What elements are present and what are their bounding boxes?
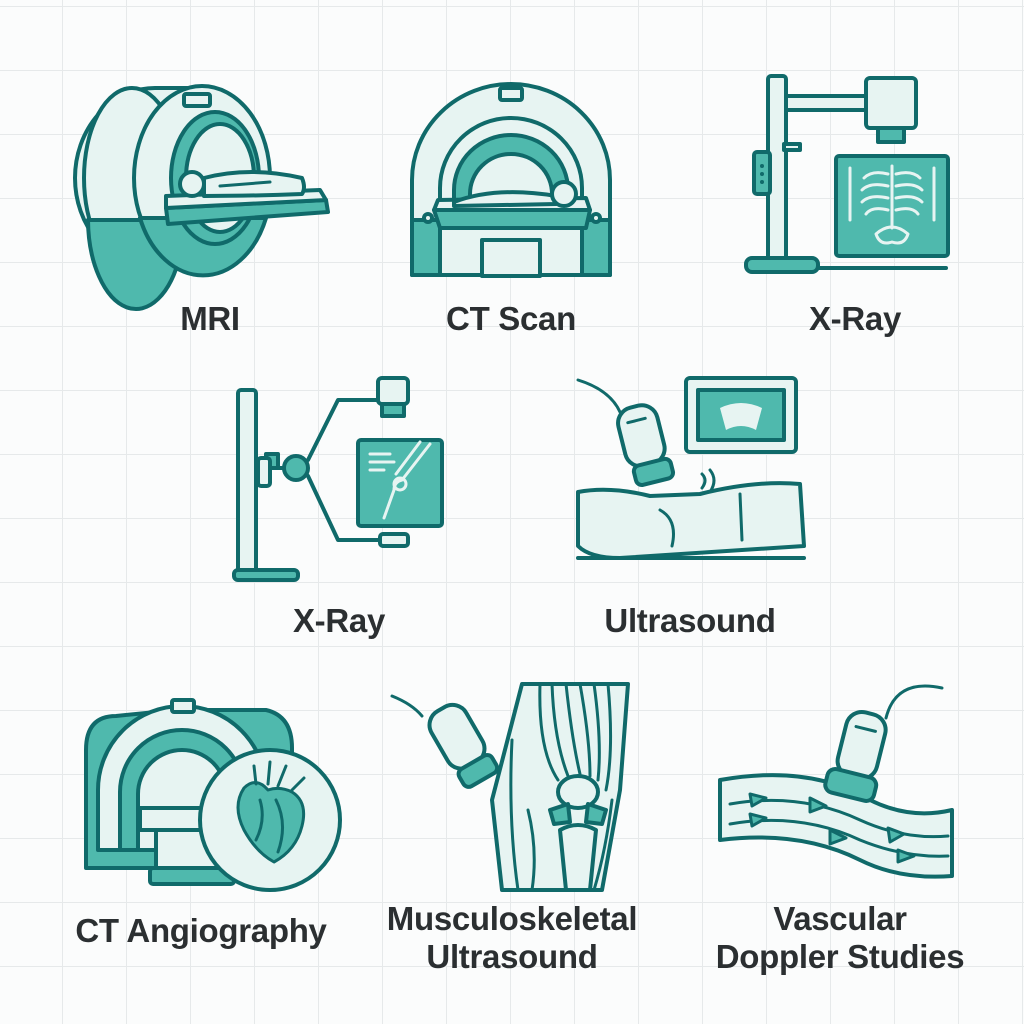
label-vascular-doppler: Vascular Doppler Studies	[715, 900, 965, 975]
tile-msk-ultrasound: Musculoskeletal Ultrasound	[362, 680, 662, 1000]
label-xray-1: X-Ray	[808, 300, 902, 337]
tile-ultrasound: Ultrasound	[560, 370, 820, 650]
c-arm-xray-icon	[232, 376, 444, 582]
label-ct-angiography: CT Angiography	[75, 912, 327, 949]
ct-scanner-icon	[410, 82, 612, 278]
ct-heart-icon	[84, 698, 342, 892]
label-ultrasound: Ultrasound	[604, 602, 776, 639]
knee-ultrasound-icon	[390, 682, 630, 892]
tile-xray-1: X-Ray	[740, 70, 970, 340]
doppler-probe-icon	[718, 684, 954, 879]
tile-ct-angiography: CT Angiography	[56, 680, 346, 980]
label-ct-scan: CT Scan	[446, 300, 576, 337]
label-xray-2: X-Ray	[292, 602, 386, 639]
label-mri: MRI	[180, 300, 240, 337]
tile-mri: MRI	[70, 70, 350, 340]
mri-scanner-icon	[73, 84, 330, 312]
ultrasound-probe-icon	[576, 376, 806, 560]
label-msk-ultrasound: Musculoskeletal Ultrasound	[386, 900, 638, 975]
tile-xray-2: X-Ray	[224, 370, 454, 650]
tile-vascular-doppler: Vascular Doppler Studies	[690, 680, 990, 1000]
xray-machine-icon	[744, 74, 950, 274]
tile-ct-scan: CT Scan	[396, 70, 626, 340]
